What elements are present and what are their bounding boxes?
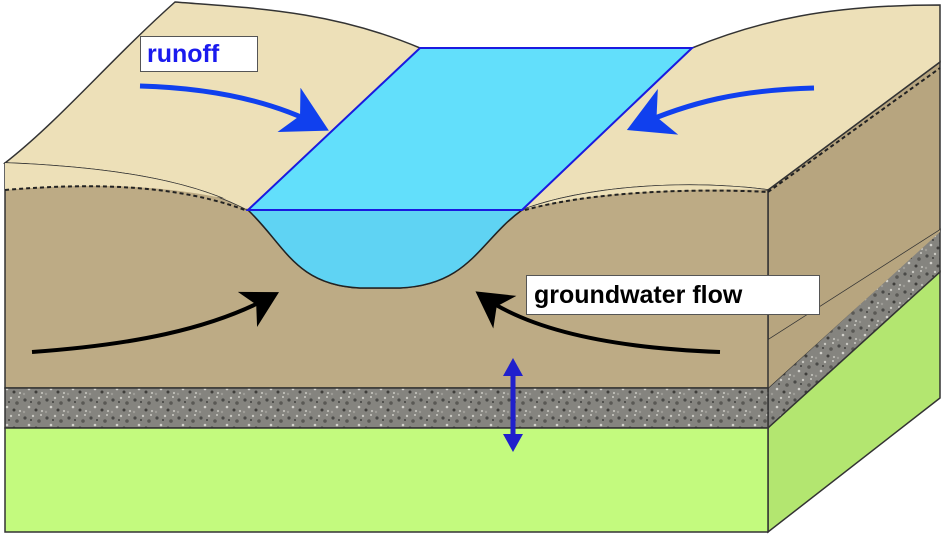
groundwater-arrow-left <box>31 291 280 354</box>
groundwater-flow-label: groundwater flow <box>526 275 820 315</box>
groundwater-arrow-right <box>475 291 721 354</box>
runoff-label-text: runoff <box>147 40 220 68</box>
water-table-line-left <box>4 185 246 211</box>
bedrock-layer <box>4 427 769 533</box>
runoff-arrow-right <box>626 85 815 135</box>
water-cross-section <box>246 209 525 289</box>
soil-side-lower <box>768 230 940 388</box>
soil-front-top-band-right <box>522 185 768 210</box>
gravel-layer <box>4 387 769 429</box>
runoff-label: runoff <box>140 36 258 72</box>
groundwater-flow-label-text: groundwater flow <box>534 281 743 309</box>
runoff-arrow-left <box>139 83 329 133</box>
exchange-arrow-icon <box>503 358 523 452</box>
water-table-line-side <box>767 67 941 193</box>
